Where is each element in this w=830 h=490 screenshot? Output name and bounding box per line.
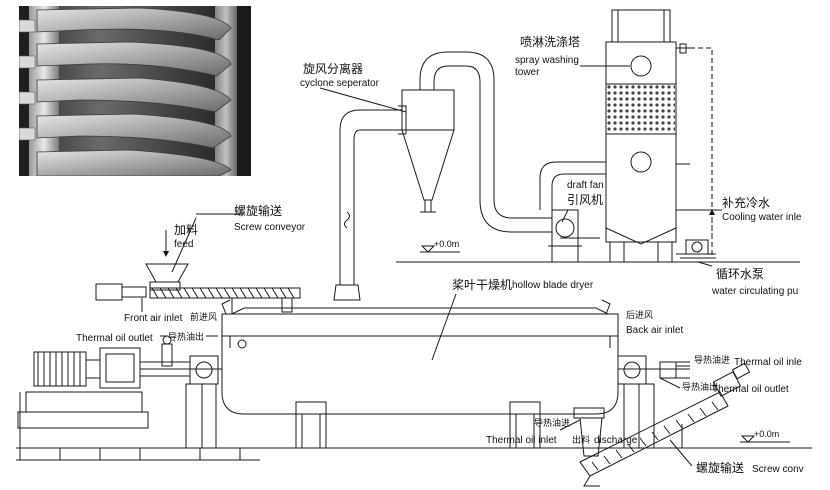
oil-inlet-right-label-cn: 导热油进 (694, 356, 731, 366)
spray-washing-tower (604, 9, 712, 263)
feed-screw-label-en: Screw conveyor (234, 222, 306, 233)
back-air-label-en: Back air inlet (626, 325, 684, 336)
cooling-water-label-en: Cooling water inle (722, 212, 802, 223)
discharge-label-en: discharge (594, 435, 638, 446)
level-marker-top: +0.0m (434, 239, 460, 249)
dryer-label-cn: 桨叶干燥机 (452, 278, 513, 292)
oil-inlet-bottom-label-en: Thermal oil inlet (486, 435, 557, 446)
cyclone-label-cn: 旋风分离器 (303, 62, 364, 76)
draft-fan-label-en: draft fan (567, 180, 604, 191)
oil-outlet-right-label-cn: 导热油出 (682, 383, 719, 393)
rotor-photo (19, 6, 251, 176)
spray-tower-label-en-1: spray washing (515, 55, 579, 66)
pump-label-en: water circulating pu (712, 286, 799, 297)
circulating-pump (676, 239, 716, 259)
oil-inlet-right-label-en: Thermal oil inle (734, 357, 802, 368)
outlet-screw-label-en: Screw conv (752, 464, 804, 475)
dryer-label-en: hollow blade dryer (512, 280, 594, 291)
level-marker-right: +0.0m (754, 429, 780, 439)
cooling-water-label-cn: 补充冷水 (722, 196, 771, 210)
outlet-screw-conveyor (579, 362, 751, 487)
feed-screw-conveyor (95, 230, 301, 314)
draft-fan (539, 161, 606, 263)
cyclone-separator (333, 51, 552, 301)
hollow-blade-dryer (221, 299, 619, 457)
front-air-label-en: Front air inlet (124, 313, 183, 324)
discharge-label-cn: 出料 (572, 436, 591, 446)
feed-label-cn: 加料 (174, 223, 199, 237)
oil-outlet-left-label-cn: 导热油出 (168, 333, 205, 343)
cyclone-label-en: cyclone seperator (300, 78, 379, 89)
outlet-screw-label-cn: 螺旋输送 (696, 461, 745, 475)
pump-label-cn: 循环水泵 (716, 267, 765, 281)
oil-outlet-left-label-en: Thermal oil outlet (76, 333, 153, 344)
drive-assembly (17, 335, 222, 449)
oil-inlet-bottom-label-cn: 导热油进 (534, 419, 571, 429)
feed-screw-label-cn: 螺旋输送 (234, 204, 283, 218)
oil-outlet-right-label-en: Thermal oil outlet (712, 384, 789, 395)
spray-tower-label-en-2: tower (515, 67, 540, 78)
spray-tower-label-cn: 喷淋洗涤塔 (520, 35, 581, 49)
feed-label-en: feed (174, 239, 194, 250)
front-air-label-cn: 前进风 (190, 313, 218, 323)
back-air-label-cn: 后进风 (626, 311, 654, 321)
draft-fan-label-cn: 引风机 (567, 193, 604, 207)
